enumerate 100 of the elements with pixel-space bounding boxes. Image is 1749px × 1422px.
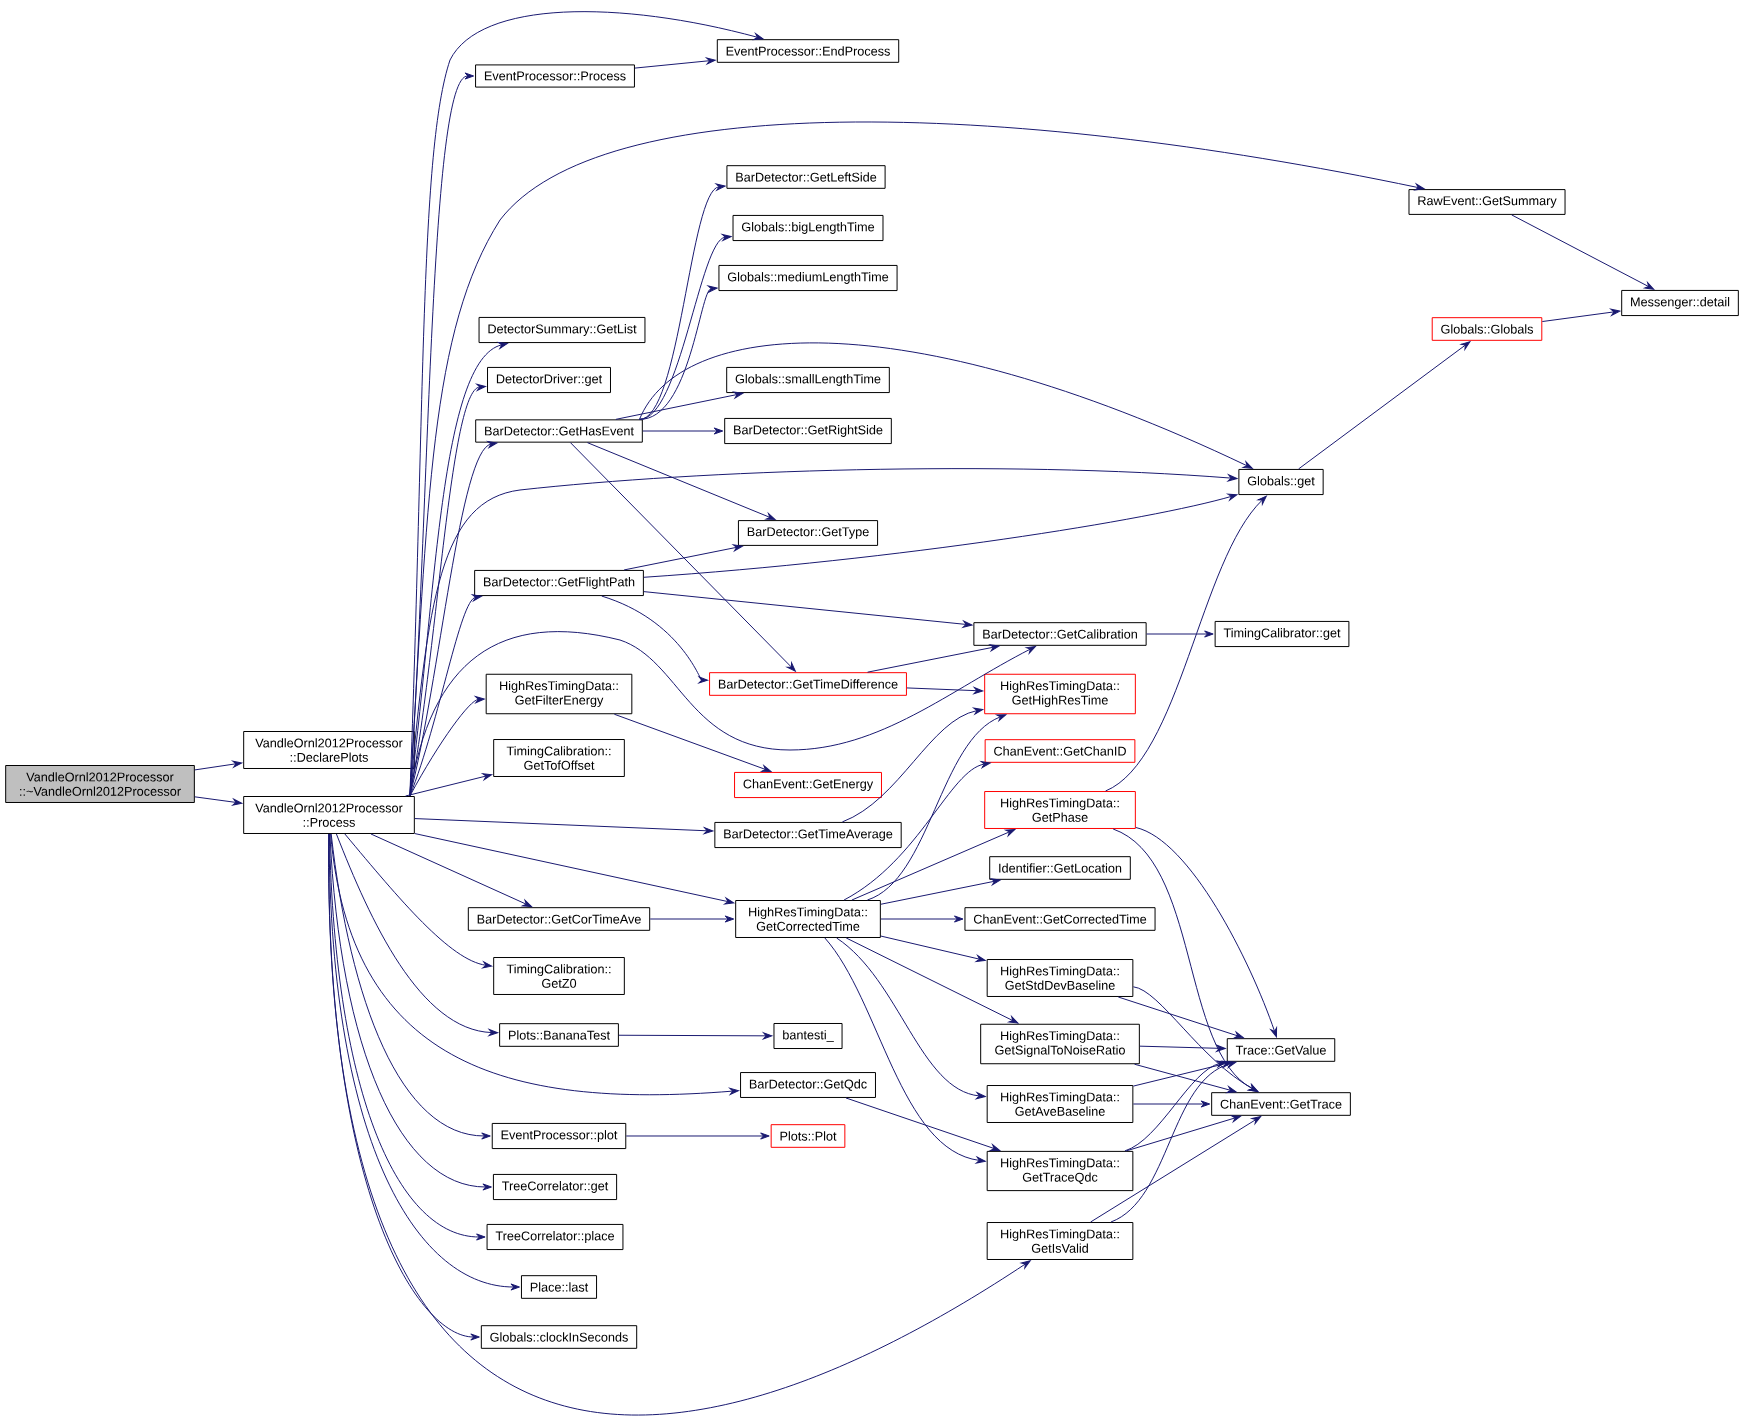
function-box: VandleOrnl2012Processor ::DeclarePlots [243,731,415,769]
arrow [1125,1115,1242,1152]
function-box: HighResTimingData:: GetPhase [984,791,1136,829]
function-box: Identifier::GetLocation [989,856,1131,880]
arrow [824,937,986,1164]
arrow [867,644,1000,673]
arrow [618,1032,773,1040]
arrow [1110,1061,1237,1223]
arrow [1146,630,1214,638]
arrow [1124,1060,1227,1152]
arrow [623,544,743,571]
arrow [615,391,744,420]
function-box: EventProcessor::plot [491,1122,627,1150]
function-box: DetectorDriver::get [487,366,611,394]
arrow [843,761,991,901]
function-box: HighResTimingData:: GetSignalToNoiseRatio [980,1023,1140,1065]
function-box: bantesti_ [773,1023,843,1049]
function-box: Globals::get [1238,468,1324,496]
arrow [1090,1116,1262,1223]
arrow [409,696,485,797]
function-box: ChanEvent::GetEnergy [734,771,882,799]
function-box: TreeCorrelator::place [486,1223,624,1251]
arrow [601,595,709,684]
function-box: Globals::bigLengthTime [732,214,884,242]
arrow [880,878,1001,905]
function-box: BarDetector::GetCorTimeAve [467,907,651,931]
arrow [328,833,520,1291]
arrow [569,442,796,672]
function-box: Place::last [520,1275,598,1299]
arrow [643,493,1238,578]
arrow [845,937,1019,1024]
arrow [194,760,243,771]
arrow [634,57,716,69]
arrow [1117,996,1244,1039]
arrow [880,935,986,963]
arrow [643,591,973,628]
arrow [1134,1063,1237,1093]
function-box: HighResTimingData:: GetFilterEnergy [485,673,633,715]
arrow [414,818,714,835]
function-box: HighResTimingData:: GetAveBaseline [986,1085,1134,1123]
arrow [409,468,1238,797]
function-box: Plots::Plot [770,1124,846,1148]
function-box: ChanEvent::GetTrace [1211,1092,1351,1116]
arrow [639,285,718,420]
arrow [845,1097,1001,1152]
arrow [642,427,724,435]
arrow [639,342,1253,469]
arrow [1541,308,1621,323]
arrow [880,915,964,923]
function-box: HighResTimingData:: GetTraceQdc [986,1150,1134,1192]
function-box: Globals::Globals [1431,317,1543,341]
arrow [330,833,491,1140]
arrow [344,833,493,969]
arrow [329,833,492,1191]
function-box: BarDetector::GetQdc [740,1072,876,1098]
function-box: HighResTimingData:: GetStdDevBaseline [986,959,1134,997]
function-box: TimingCalibration:: GetZ0 [493,957,625,995]
function-box: HighResTimingData:: GetHighResTime [984,673,1136,715]
function-box: TimingCalibration:: GetTofOffset [493,739,625,777]
arrow [841,707,984,823]
function-box: BarDetector::GetCalibration [973,622,1147,646]
function-box: RawEvent::GetSummary [1408,189,1566,215]
function-box: HighResTimingData:: GetCorrectedTime [735,900,881,938]
function-box: BarDetector::GetTimeAverage [714,821,902,849]
arrow [625,1132,770,1140]
arrow [649,915,735,923]
function-box: Messenger::detail [1621,289,1739,317]
function-box: Globals::mediumLengthTime [718,264,898,292]
arrow [1511,214,1655,290]
function-box: TreeCorrelator::get [492,1173,618,1201]
function-box: BarDetector::GetType [737,520,879,546]
arrow [1105,495,1267,792]
arrow [906,687,984,695]
function-box: TimingCalibrator::get [1214,620,1350,648]
function-box: BarDetector::GetRightSide [724,417,892,445]
function-box: Globals::smallLengthTime [726,366,890,394]
arrow [866,714,1007,901]
function-box: BarDetector::GetLeftSide [726,165,886,189]
arrow [1139,1044,1226,1052]
arrow [836,937,986,1100]
arrow [328,833,1031,1416]
arrow [405,773,493,797]
arrow [1298,341,1471,470]
function-box: BarDetector::GetTimeDifference [709,672,907,696]
function-box: VandleOrnl2012Processor ::Process [243,796,415,834]
function-box: VandleOrnl2012Processor ::~VandleOrnl2012Processor [5,765,195,803]
arrow [851,829,1016,901]
function-box: DetectorSummary::GetList [478,316,646,344]
arrow [1132,1100,1211,1108]
arrow [370,833,533,908]
arrow [1132,986,1259,1092]
arrow [414,833,735,905]
arrow [194,796,243,806]
function-box: HighResTimingData:: GetIsValid [986,1222,1134,1260]
function-box: Globals::clockInSeconds [480,1325,638,1349]
function-box: Trace::GetValue [1226,1038,1336,1062]
function-box: BarDetector::GetHasEvent [475,419,643,443]
arrow [1135,827,1278,1038]
function-box: EventProcessor::EndProcess [716,39,900,63]
function-box: ChanEvent::GetChanID [984,739,1136,763]
